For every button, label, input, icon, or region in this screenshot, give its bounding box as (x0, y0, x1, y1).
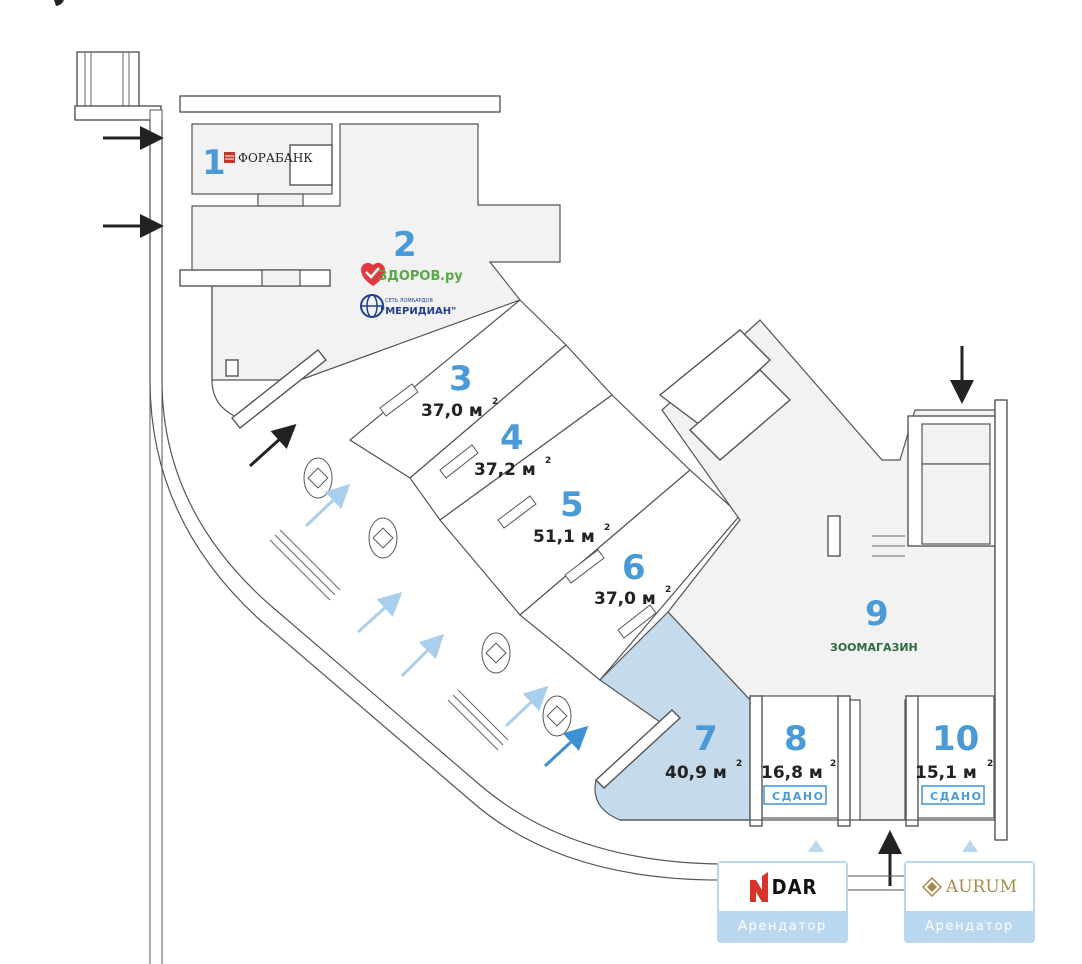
entrance-steps (269, 529, 509, 751)
tenant-card-dar[interactable]: DAR Арендатор (717, 861, 848, 943)
unit-area-10: 15,1 м (915, 763, 977, 783)
unit-area-8: 16,8 м (761, 763, 823, 783)
svg-text:2: 2 (604, 523, 610, 533)
svg-text:2: 2 (987, 759, 993, 769)
zoo-store-label: ЗООМАГАЗИН (830, 641, 918, 654)
tenant-card-label: Арендатор (738, 919, 827, 934)
unit-number-2: 2 (393, 225, 417, 265)
status-badge-8-text: СДАНО (772, 790, 824, 803)
diagonal-wall (231, 349, 327, 429)
status-badge-10-text: СДАНО (930, 790, 982, 803)
unit-area-4: 37,2 м (474, 460, 536, 480)
pointer-triangle-icon (808, 840, 824, 852)
entrance-arrows (103, 126, 974, 886)
dar-logo: DAR (719, 863, 846, 911)
forabank-logo: ФОРАБАНК (224, 151, 313, 165)
meridian-logo: СЕТЬ ЛОМБАРДОВ "МЕРИДИАН" (360, 294, 456, 318)
approach-arrows (304, 483, 589, 768)
status-badge-8 (763, 785, 827, 805)
unit-number-5: 5 (560, 485, 584, 525)
unit-number-6: 6 (622, 548, 646, 588)
unit-number-9: 9 (865, 594, 889, 634)
tenant-card-aurum[interactable]: AURUM Арендатор (904, 861, 1035, 943)
top-left-annex (74, 51, 163, 964)
unit-area-6: 37,0 м (594, 589, 656, 609)
unit-number-3: 3 (449, 359, 473, 399)
svg-text:2: 2 (736, 759, 742, 769)
unit-number-8: 8 (784, 719, 808, 759)
diamond-ornament-icon (921, 877, 942, 897)
svg-text:2: 2 (830, 759, 836, 769)
north-wall (179, 95, 501, 113)
dar-n-icon (749, 872, 768, 902)
unit-number-10: 10 (932, 719, 979, 759)
arrow-icon (248, 423, 297, 468)
svg-text:ФОРАБАНК: ФОРАБАНК (238, 151, 313, 165)
outer-facade-inner-line (161, 120, 721, 865)
arrow-icon (400, 633, 445, 678)
status-badge-10 (921, 785, 985, 805)
arrow-icon (504, 685, 549, 728)
aurum-logo: AURUM (906, 863, 1033, 911)
unit-number-7: 7 (694, 719, 718, 759)
unit-area-5: 51,1 м (533, 527, 595, 547)
svg-text:2: 2 (492, 397, 498, 407)
arrow-icon (304, 483, 351, 528)
svg-text:2: 2 (665, 585, 671, 595)
vestibule-columns (303, 457, 572, 737)
outer-facade-line (149, 120, 721, 881)
svg-text:.ру: .ру (440, 269, 463, 284)
tenant-card-label: Арендатор (925, 919, 1014, 934)
unit-number-1: 1 (202, 143, 226, 183)
svg-text:2: 2 (545, 456, 551, 466)
unit-area-7: 40,9 м (665, 763, 727, 783)
svg-text:ЗДОРОВ: ЗДОРОВ (378, 269, 440, 284)
unit-number-4: 4 (500, 418, 524, 458)
zdorov-logo: ЗДОРОВ .ру (360, 262, 463, 286)
svg-text:СЕТЬ ЛОМБАРДОВ: СЕТЬ ЛОМБАРДОВ (385, 298, 433, 304)
arrow-icon (356, 591, 403, 634)
unit-area-3: 37,0 м (421, 401, 483, 421)
svg-text:"МЕРИДИАН": "МЕРИДИАН" (380, 306, 456, 317)
arrow-icon (543, 725, 589, 768)
pointer-triangle-icon (962, 840, 978, 852)
cropped-heading-fragment (54, 0, 64, 6)
